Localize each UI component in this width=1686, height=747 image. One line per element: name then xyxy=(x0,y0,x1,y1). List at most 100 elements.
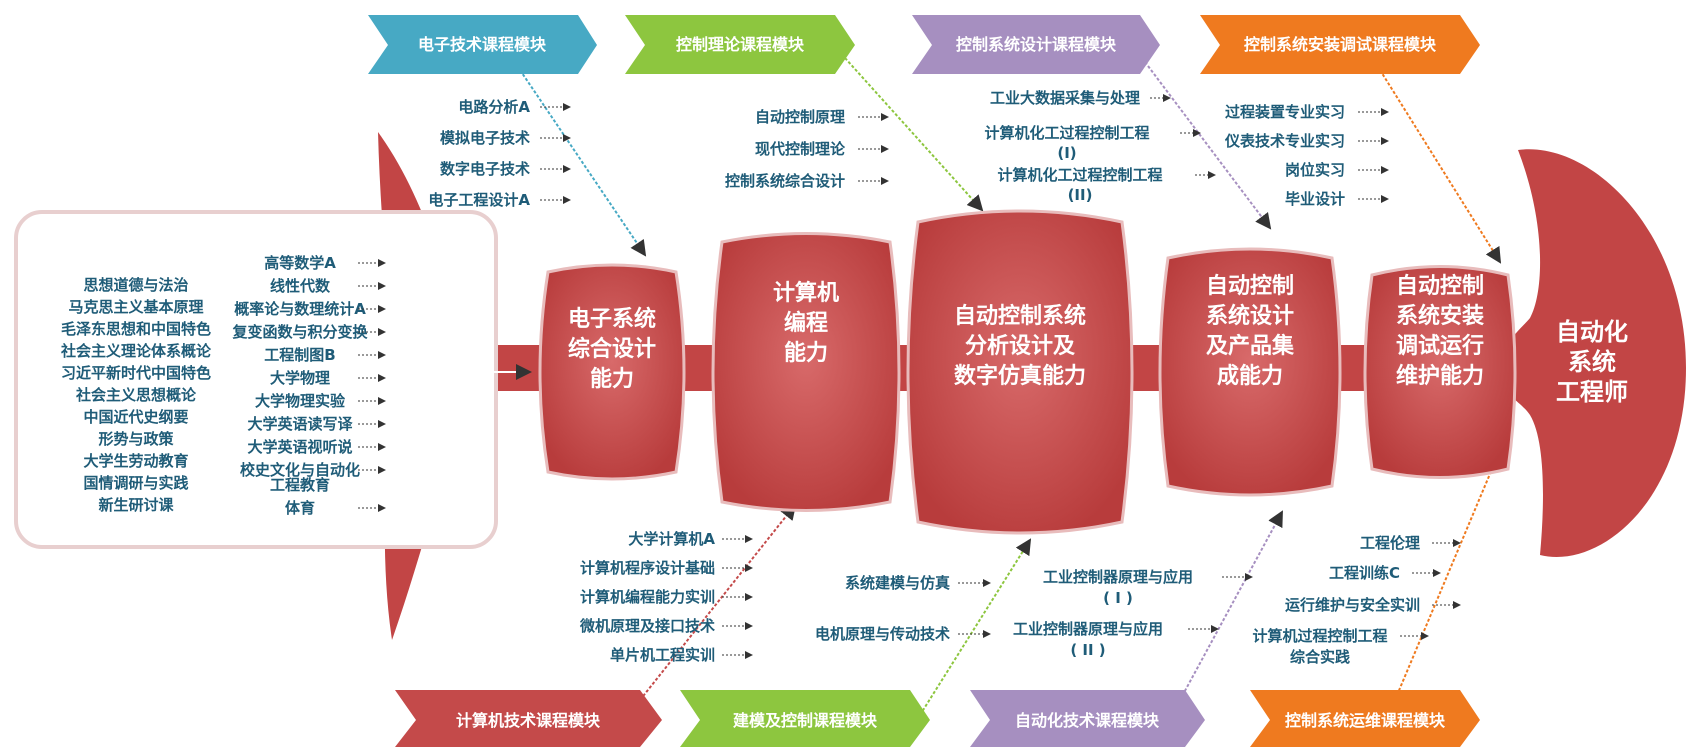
base-title: 课程 xyxy=(422,362,470,390)
tag-computer xyxy=(395,690,662,747)
course-item: 现代控制理论 xyxy=(755,140,846,158)
ability-label: 维护能力 xyxy=(1396,363,1484,389)
basic-course: 大学物理实验 xyxy=(255,392,346,410)
top-tags xyxy=(368,15,1480,74)
course-item: 电机原理与传动技术 xyxy=(815,625,950,643)
tag-control-theory xyxy=(625,15,855,74)
course-item-suffix: (II) xyxy=(1068,186,1093,204)
basic-course: 概率论与数理统计A xyxy=(234,300,366,318)
ability-label: 自动控制系统 xyxy=(954,303,1086,329)
goal-label: 工程师 xyxy=(1556,378,1628,406)
course-item: 工业大数据采集与处理 xyxy=(990,89,1140,107)
ability-nodes xyxy=(538,209,1517,535)
ability-node-5 xyxy=(1363,265,1517,479)
public-course: 中国近代史纲要 xyxy=(83,408,188,426)
course-item: 工程伦理 xyxy=(1360,534,1420,552)
tag-install-debug xyxy=(1200,15,1480,74)
course-item: 自动控制原理 xyxy=(755,108,845,126)
ability-label: 及产品集 xyxy=(1206,333,1295,359)
course-item: 电路分析A xyxy=(458,98,530,116)
public-course: 习近平新时代中国特色 xyxy=(61,364,211,382)
course-item: 工业控制器原理与应用 xyxy=(1043,568,1193,586)
tag-modeling xyxy=(680,690,930,747)
course-item-suffix: 综合实践 xyxy=(1290,648,1350,666)
course-item-suffix: ( I ) xyxy=(1103,589,1133,607)
module-tag-label: 电子技术课程模块 xyxy=(418,35,547,54)
course-item: 工程训练C xyxy=(1329,564,1400,582)
ability-label: 编程 xyxy=(784,310,828,336)
basic-course: 大学英语读写译 xyxy=(247,415,353,433)
course-item: 过程装置专业实习 xyxy=(1225,103,1345,121)
basic-course: 校史文化与自动化 xyxy=(240,461,360,479)
ability-node-4 xyxy=(1158,247,1342,497)
ability-label: 自动控制 xyxy=(1396,273,1484,299)
base-title: 模块 xyxy=(422,390,470,418)
course-item-suffix: ( II ) xyxy=(1070,641,1105,659)
fish-head xyxy=(1500,149,1686,558)
ability-label: 能力 xyxy=(590,366,634,392)
public-course: 大学生劳动教育 xyxy=(83,452,188,470)
ability-label: 综合设计 xyxy=(568,336,656,362)
basic-course: 大学英语视听说 xyxy=(247,438,352,456)
base-title: 基础 xyxy=(422,334,470,362)
course-item: 工业控制器原理与应用 xyxy=(1013,620,1163,638)
module-links xyxy=(519,57,1502,716)
module-tag-label: 控制理论课程模块 xyxy=(676,35,805,54)
course-item: 岗位实习 xyxy=(1285,161,1345,179)
course-item: 大学计算机A xyxy=(628,530,715,548)
basic-course: 体育 xyxy=(285,499,315,517)
tag-electronics xyxy=(368,15,597,74)
tag-automation xyxy=(970,690,1205,747)
course-item: 系统建模与仿真 xyxy=(845,574,950,592)
public-course: 毛泽东思想和中国特色 xyxy=(61,320,211,338)
course-item: 电子工程设计A xyxy=(428,191,530,209)
basic-course: 工程教育 xyxy=(270,476,330,494)
goal-label: 自动化 xyxy=(1556,318,1628,346)
course-item: 计算机程序设计基础 xyxy=(580,559,715,577)
public-course: 形势与政策 xyxy=(98,430,174,448)
course-item: 计算机过程控制工程 xyxy=(1252,627,1387,645)
tag-operation xyxy=(1250,690,1480,747)
course-item: 仪表技术专业实习 xyxy=(1224,132,1345,150)
course-item: 微机原理及接口技术 xyxy=(579,617,715,635)
public-course: 国情调研与实践 xyxy=(83,474,188,492)
ability-label: 电子系统 xyxy=(568,306,656,332)
ability-label: 成能力 xyxy=(1217,363,1283,389)
public-course: 社会主义理论体系概论 xyxy=(60,342,212,360)
course-item: 毕业设计 xyxy=(1285,190,1345,208)
public-course: 新生研讨课 xyxy=(98,496,174,514)
ability-label: 自动控制 xyxy=(1206,273,1294,299)
course-item: 模拟电子技术 xyxy=(440,129,530,147)
module-tag-label: 计算机技术课程模块 xyxy=(456,711,601,730)
course-item: 运行维护与安全实训 xyxy=(1285,596,1420,614)
course-item: 计算机化工过程控制工程 xyxy=(997,166,1162,184)
ability-label: 系统设计 xyxy=(1206,303,1294,329)
course-item: 计算机编程能力实训 xyxy=(580,588,715,606)
basic-course: 高等数学A xyxy=(264,254,336,272)
ability-node-2 xyxy=(711,232,901,512)
course-item: 控制系统综合设计 xyxy=(725,172,845,190)
module-tag-label: 控制系统安装调试课程模块 xyxy=(1244,35,1437,54)
ability-label: 数字仿真能力 xyxy=(954,363,1086,389)
course-item: 数字电子技术 xyxy=(440,160,530,178)
module-tag-label: 控制系统设计课程模块 xyxy=(956,35,1117,54)
module-tag-label: 自动化技术课程模块 xyxy=(1015,711,1160,730)
module-tag-label: 控制系统运维课程模块 xyxy=(1285,711,1446,730)
base-course-box xyxy=(14,210,498,549)
public-course: 社会主义思想概论 xyxy=(75,386,197,404)
basic-course: 工程制图B xyxy=(264,346,335,364)
ability-node-1 xyxy=(538,263,686,481)
goal-label: 系统 xyxy=(1568,348,1616,376)
basic-course: 复变函数与积分变换 xyxy=(231,323,368,341)
basic-course: 线性代数 xyxy=(270,277,331,295)
ability-label: 能力 xyxy=(784,340,828,366)
public-course: 思想道德与法治 xyxy=(83,276,188,294)
course-item-suffix: (I) xyxy=(1057,144,1076,162)
module-tag-label: 建模及控制课程模块 xyxy=(733,711,878,730)
ability-label: 系统安装 xyxy=(1396,303,1484,329)
ability-label: 调试运行 xyxy=(1396,333,1484,359)
ability-label: 计算机 xyxy=(773,280,839,306)
bottom-tags xyxy=(395,690,1480,747)
course-item: 计算机化工过程控制工程 xyxy=(984,124,1149,142)
